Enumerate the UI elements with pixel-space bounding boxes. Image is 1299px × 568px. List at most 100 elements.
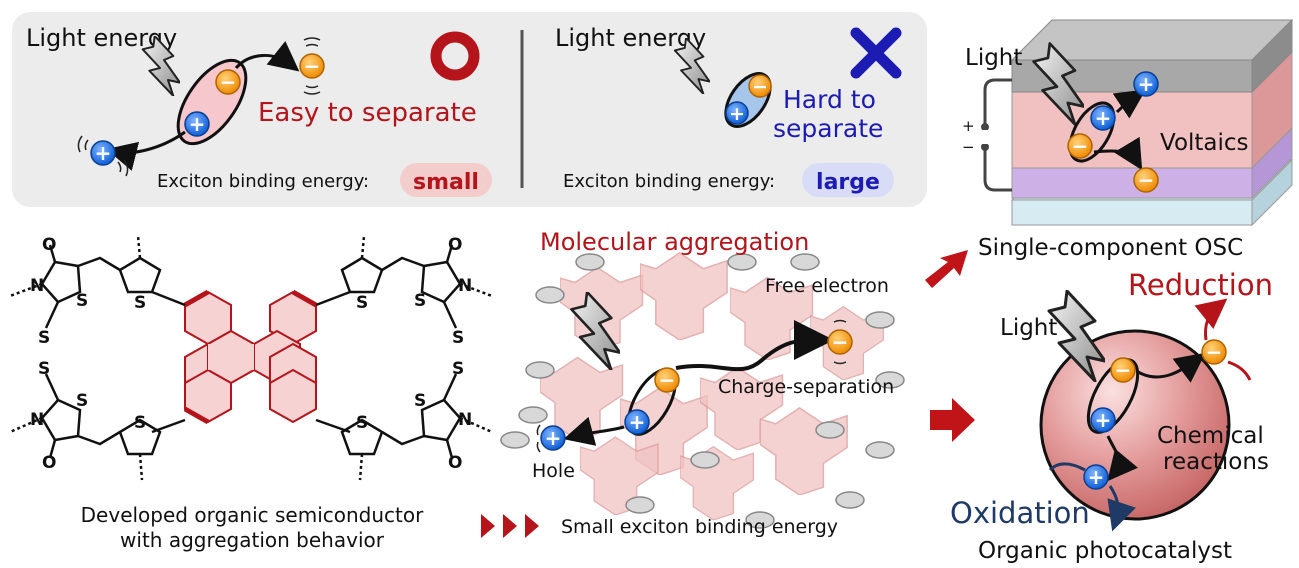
voltaics-label: Voltaics [1160,130,1249,156]
svg-text:reactions: reactions [1163,449,1269,475]
charge-separation-label: Charge-separation [718,376,894,398]
hole-label: Hole [532,460,575,482]
svg-text:+: + [1088,465,1105,489]
svg-text:+: + [1095,106,1112,130]
exciton-ellipse [1068,101,1116,163]
rhodanine-ring [420,398,462,442]
flow-arrows [925,250,975,442]
aggregation-title: Molecular aggregation [540,228,809,256]
thiophene-ring [340,256,384,294]
charge-separation-arrow [675,320,834,372]
atom-label: N [458,410,472,430]
hole-icon [184,111,210,137]
svg-text:−: − [659,368,676,392]
thiophene-ring [340,418,384,456]
side-chain-ellipses [500,253,905,529]
free-electron-icon [1201,339,1227,365]
reduction-label: Reduction [1128,268,1273,302]
light-label: Light [1000,315,1057,341]
reduction-arrow [1206,306,1252,381]
electron-icon [748,74,772,98]
hole-arrow [563,416,625,446]
hole-arrow [1106,435,1139,482]
atom-label: O [448,235,462,255]
binding-value-large: large [816,170,880,195]
hard-to-separate-label: Hard to [783,85,876,114]
atom-label: O [448,453,462,473]
atom-label: S [414,391,426,411]
hole-icon [624,409,650,435]
binding-value-small: small [413,170,479,195]
vibration-marks [303,37,321,95]
vibration-marks [833,319,847,365]
svg-text:−: − [832,330,849,354]
svg-text:+: + [545,426,562,450]
electron-icon [215,69,241,95]
svg-text:separate: separate [773,114,883,143]
free-electron-icon [299,53,325,79]
electron-arrow [1093,136,1143,171]
atom-label: S [414,291,426,311]
atom-label: S [76,391,88,411]
svg-text:with aggregation behavior: with aggregation behavior [120,528,385,552]
atom-label: S [356,413,368,433]
free-hole-icon [1083,464,1109,490]
red-circle-icon [430,31,480,81]
hole-arrow [106,130,186,171]
svg-text:+: + [629,410,646,434]
atom-label: S [38,359,50,379]
arrow-to-osc-icon [925,250,968,288]
hole-arrow [1112,89,1146,119]
free-electron-label: Free electron [765,275,889,297]
atom-label: N [30,410,44,430]
atom-label: S [452,359,464,379]
aromatic-core [183,289,318,425]
atom-label: S [134,293,146,313]
molecule-caption: Developed organic semiconductor [81,503,424,527]
chemical-reactions-label: Chemical [1157,423,1264,449]
atom-label: N [30,276,44,296]
svg-text:+: + [1095,408,1112,432]
electron-icon [1067,133,1093,159]
electron-icon [654,367,680,393]
rhodanine-ring [420,260,462,304]
photocatalyst-caption: Organic photocatalyst [978,538,1232,564]
photocatalyst-panel: Light − + − Reduction + Oxidation Chemic… [950,268,1273,530]
rhodanine-ring [40,260,82,304]
oxidation-arrow [1048,462,1118,520]
thiophene-ring [118,418,162,456]
easy-to-separate-label: Easy to separate [258,98,477,128]
small-binding-case: Light energy − + − + Easy to separate Ex… [26,24,492,197]
atom-label: S [356,293,368,313]
atom-label: S [38,328,50,348]
electron-arrow [1137,352,1206,383]
exciton-ellipse [1086,358,1140,434]
binding-energy-label: Exciton binding energy: [563,171,775,192]
vibration-marks [536,424,541,453]
vibration-marks [77,135,129,177]
binding-energy-label: Exciton binding energy: [157,171,369,192]
svg-text:+: + [189,112,206,136]
svg-text:−: − [1115,358,1132,382]
hole-icon [1090,407,1116,433]
plus-terminal: + [962,117,975,135]
svg-text:−: − [1206,340,1223,364]
atom-label: S [76,291,88,311]
triangle-bullets-icon [481,514,539,538]
svg-text:−: − [1138,168,1155,192]
free-electron-icon [827,329,853,355]
svg-text:+: + [95,141,112,165]
svg-text:+: + [729,103,745,125]
free-electron-icon [1133,167,1159,193]
svg-text:+: + [1138,72,1155,96]
free-hole-icon [1133,71,1159,97]
free-hole-icon [90,140,116,166]
electron-arrow [234,41,300,72]
panel-background [12,12,927,207]
osc-caption: Single-component OSC [978,235,1243,261]
light-energy-label: Light energy [555,24,706,52]
osc-device: + − Light + − + − Voltaics [962,18,1294,227]
molecule-atom-labels: O O O O N N N N S S S S S S S S S S S S [30,235,472,473]
free-hole-icon [540,425,566,451]
arrow-to-photocatalyst-icon [930,398,975,442]
